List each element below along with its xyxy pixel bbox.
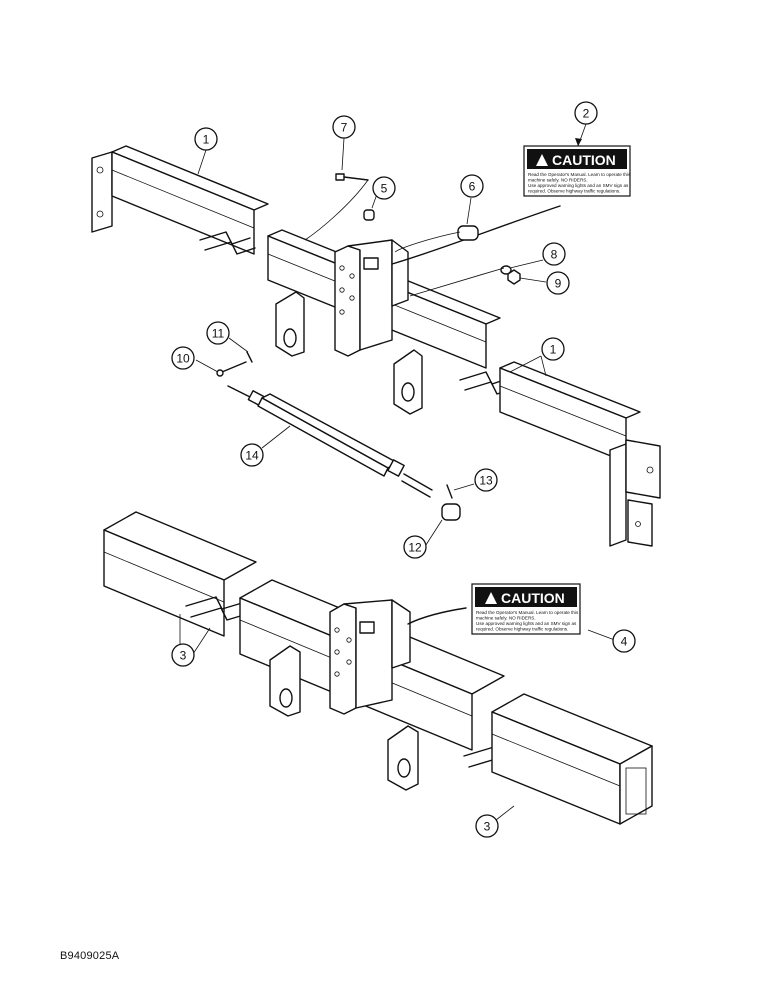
lower-shaft-bracket-left — [269, 645, 301, 717]
callout-label: 8 — [551, 248, 558, 262]
lower-tube-left — [103, 511, 257, 637]
upper-decal-text-1: Read the Operator's Manual. Learn to ope… — [528, 172, 631, 177]
lower-tube-right — [491, 693, 653, 825]
lower-shaft-bracket-right — [387, 725, 419, 791]
callout-10: 10 — [171, 346, 195, 370]
callout-12: 12 — [403, 535, 427, 559]
callout-6: 6 — [460, 174, 484, 198]
upper-shaft-bracket-right — [393, 349, 423, 415]
callout-label: 11 — [212, 327, 225, 341]
lower-tube-break-left — [185, 596, 248, 621]
callout-1a: 1 — [194, 127, 218, 151]
upper-tube-end-plate-right — [609, 439, 661, 547]
callout-label: 3 — [484, 820, 491, 834]
callout-label: 4 — [621, 635, 628, 649]
callout-9: 9 — [546, 271, 570, 295]
hardware-bushing-12 — [441, 503, 461, 521]
leader-lines — [179, 123, 621, 821]
callout-3b: 3 — [475, 814, 499, 838]
callout-13: 13 — [474, 468, 498, 492]
upper-decal-text-4: required. Observe highway traffic regula… — [528, 189, 620, 194]
figure-id: B9409025A — [60, 950, 120, 962]
callout-label: 2 — [583, 107, 590, 121]
upper-shaft-bracket-left — [275, 291, 305, 357]
callout-label: 7 — [341, 121, 348, 135]
callout-label: 9 — [555, 277, 562, 291]
lower-decal-heading: CAUTION — [501, 590, 565, 606]
decal-cable-lower — [407, 607, 467, 625]
callout-3a: 3 — [171, 643, 195, 667]
callout-label: 12 — [408, 541, 422, 555]
callout-14: 14 — [240, 443, 264, 467]
upper-decal-heading: CAUTION — [552, 152, 616, 168]
lower-decal-text-1: Read the Operator's Manual. Learn to ope… — [476, 610, 579, 615]
upper-decal-text-3: Use approved warning lights and an SMV s… — [528, 183, 629, 188]
hardware-clip-11 — [246, 351, 253, 363]
callout-label: 1 — [203, 133, 210, 147]
warning-triangle-icon — [536, 154, 548, 166]
lower-decal-text-4: required. Observe highway traffic regula… — [476, 627, 568, 632]
hardware-bushing-6 — [457, 225, 479, 241]
callout-8: 8 — [542, 242, 566, 266]
callout-label: 6 — [469, 180, 476, 194]
callout-2: 2 — [574, 101, 598, 125]
upper-tube-end-plate-left — [91, 151, 113, 233]
callout-1b: 1 — [541, 337, 565, 361]
callout-label: 13 — [479, 474, 493, 488]
upper-center-bracket — [334, 239, 409, 357]
hardware-roll-pin-13 — [446, 484, 453, 499]
bolt-leader-line — [304, 179, 369, 241]
hardware-nut-9 — [507, 269, 521, 285]
shaft-14 — [227, 385, 433, 498]
callout-label: 5 — [381, 182, 388, 196]
caution-decal-upper: CAUTION Read the Operator's Manual. Lear… — [523, 145, 631, 197]
callout-label: 10 — [176, 352, 190, 366]
caution-decal-lower: CAUTION Read the Operator's Manual. Lear… — [471, 583, 581, 635]
callout-11: 11 — [206, 321, 230, 345]
nut-leader-line — [409, 267, 505, 297]
hardware-bolt-7 — [335, 173, 369, 181]
callout-label: 14 — [245, 449, 259, 463]
callout-7: 7 — [332, 115, 356, 139]
hardware-pin-10 — [216, 361, 247, 377]
callout-label: 1 — [550, 343, 557, 357]
callout-label: 3 — [180, 649, 187, 663]
lower-center-bracket — [329, 599, 411, 715]
callout-5: 5 — [372, 176, 396, 200]
upper-axle-assembly — [91, 145, 661, 547]
warning-triangle-icon — [485, 592, 497, 604]
hardware-bushing-5 — [363, 209, 375, 221]
lower-axle-assembly — [103, 511, 653, 825]
lower-decal-text-3: Use approved warning lights and an SMV s… — [476, 621, 577, 626]
upper-decal-text-2: machine safely. NO RIDERS. — [528, 178, 588, 183]
callout-4: 4 — [612, 629, 636, 653]
bushing-leader-line — [394, 231, 461, 253]
upper-tube-left — [111, 145, 269, 255]
upper-tube-break-left — [199, 231, 256, 255]
lower-decal-text-2: machine safely. NO RIDERS. — [476, 616, 536, 621]
